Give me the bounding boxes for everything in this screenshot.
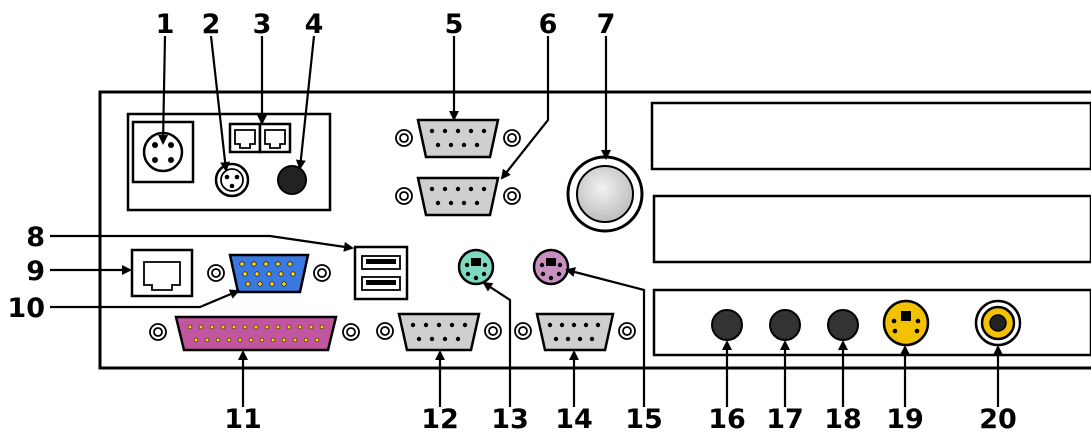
audio-jack-16 (711, 309, 743, 341)
label-12: 12 (421, 404, 459, 435)
serial-port-5 (395, 118, 521, 159)
callout-labels: 1 2 3 4 5 6 7 8 9 10 11 12 13 14 15 16 1… (7, 9, 1016, 435)
leader-1 (158, 35, 169, 145)
label-7: 7 (597, 9, 616, 40)
rj11-phone-jacks (228, 122, 292, 154)
expansion-slot-1 (650, 101, 1091, 171)
usb-ports (353, 245, 409, 301)
label-15: 15 (625, 404, 663, 435)
parallel-port (149, 315, 360, 352)
label-18: 18 (824, 404, 862, 435)
label-10: 10 (7, 293, 45, 324)
lan-port (130, 248, 194, 298)
leader-8 (50, 234, 354, 252)
leader-10 (50, 289, 240, 309)
serial-port-14 (514, 312, 636, 352)
expansion-slot-2 (652, 194, 1091, 264)
label-6: 6 (539, 9, 558, 40)
label-11: 11 (224, 404, 262, 435)
label-13: 13 (491, 404, 529, 435)
label-14: 14 (555, 404, 593, 435)
label-9: 9 (26, 256, 45, 287)
ps2-mouse-port (457, 248, 495, 286)
leader-lines (50, 35, 1003, 407)
power-subpanel (126, 112, 332, 212)
leader-15 (565, 267, 646, 407)
fan-vent (566, 155, 644, 233)
leader-6 (500, 36, 550, 180)
ps2-keyboard-port (532, 248, 570, 286)
round-jack (277, 165, 307, 195)
label-2: 2 (202, 9, 221, 40)
av-card-slot (652, 288, 1091, 357)
leader-2 (209, 35, 231, 172)
label-16: 16 (708, 404, 746, 435)
audio-jack-18 (827, 309, 859, 341)
label-5: 5 (445, 9, 464, 40)
chassis-panel (98, 90, 1091, 370)
serial-port-6 (395, 176, 521, 217)
leader-13 (482, 281, 512, 407)
dc-power-jack (214, 162, 250, 198)
label-3: 3 (253, 9, 272, 40)
label-19: 19 (886, 404, 924, 435)
svideo-port (882, 299, 930, 347)
vga-port (207, 253, 331, 294)
serial-port-12 (376, 312, 502, 352)
label-1: 1 (156, 9, 175, 40)
composite-video-port (974, 299, 1022, 347)
label-20: 20 (979, 404, 1017, 435)
audio-jack-17 (769, 309, 801, 341)
leader-4 (295, 35, 316, 170)
label-4: 4 (305, 9, 324, 40)
label-8: 8 (26, 222, 45, 253)
label-17: 17 (766, 404, 804, 435)
